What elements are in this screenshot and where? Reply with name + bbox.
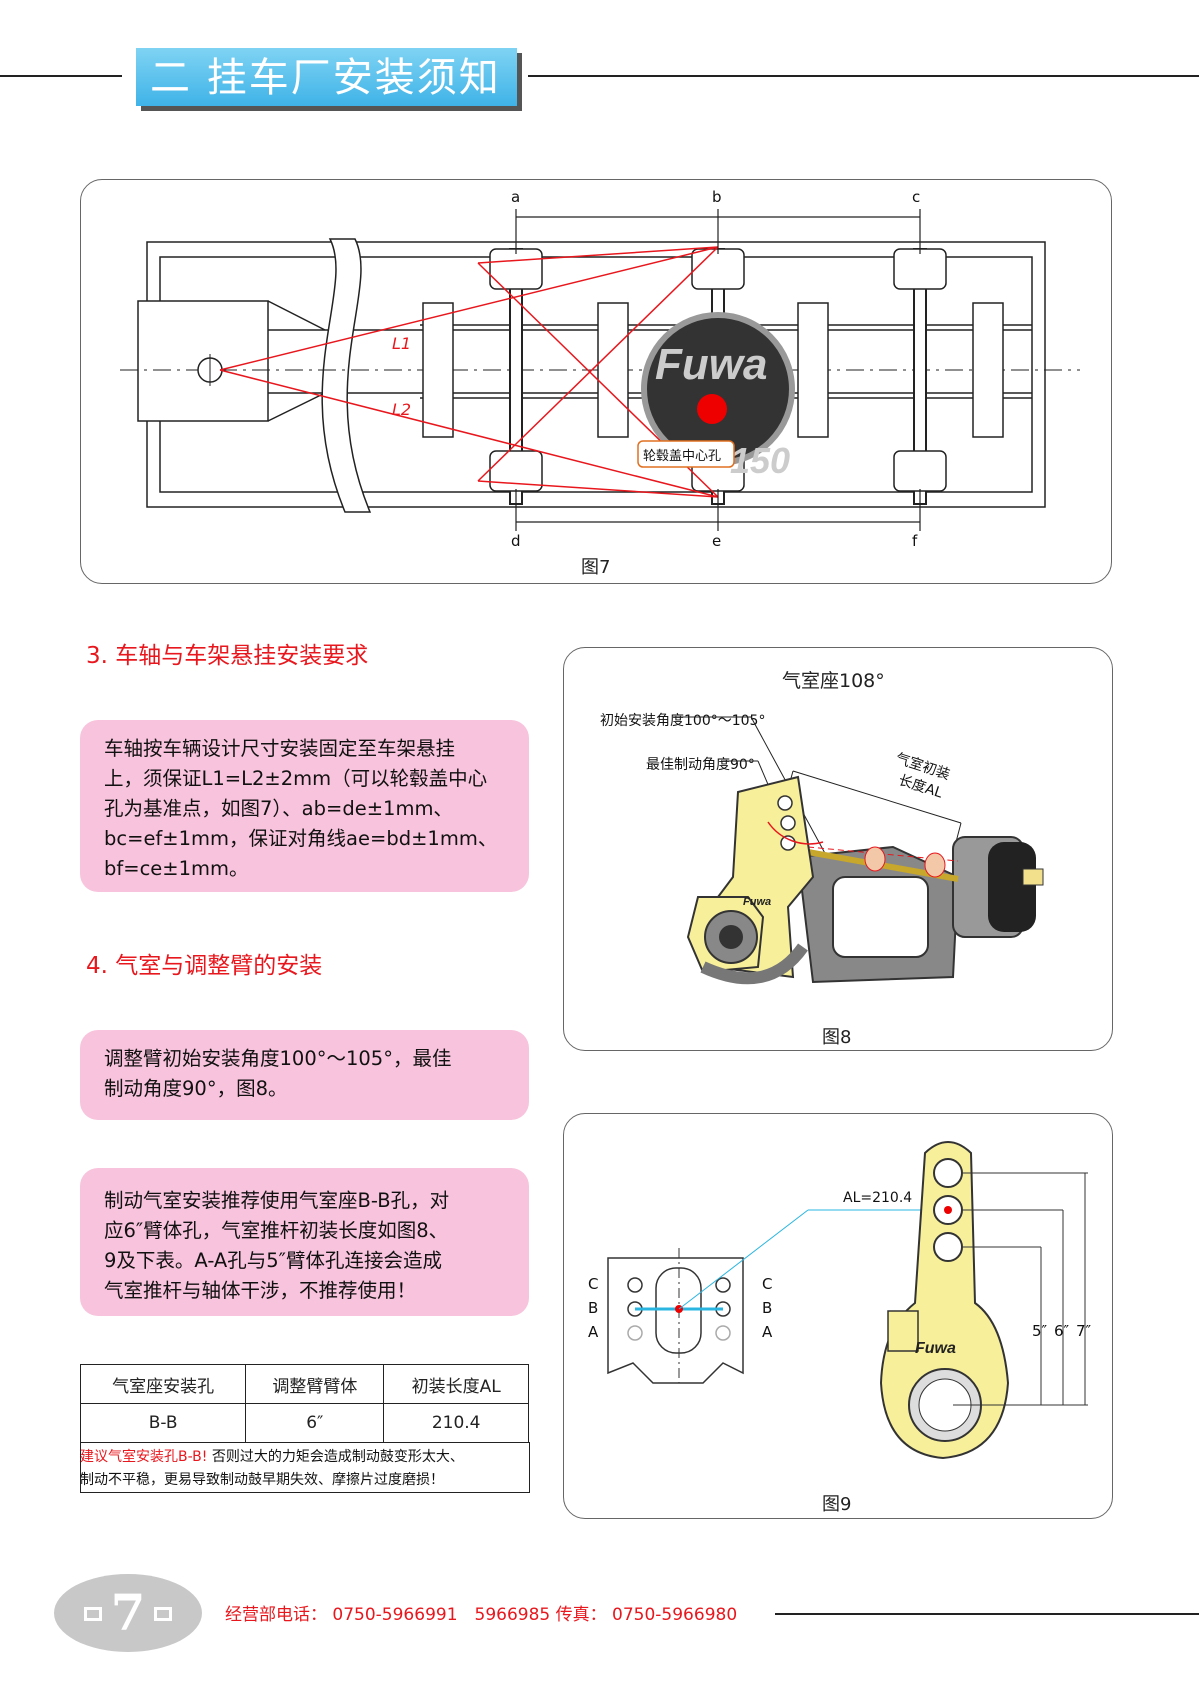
table-row: B-B 6″ 210.4 xyxy=(79,1403,529,1443)
section-4-box-2-line: 9及下表。A-A孔与5″臂体孔连接会造成 xyxy=(104,1249,442,1272)
table-cell: 210.4 xyxy=(383,1403,529,1443)
footer-rule xyxy=(775,1613,1199,1615)
section-4-box-2-line: 应6″臂体孔，气室推杆初装长度如图8、 xyxy=(104,1219,449,1242)
dim-6-label: 6″ xyxy=(1054,1322,1070,1340)
figure-9-diagram: Fuwa xyxy=(607,1141,1088,1460)
hub-brand: Fuwa xyxy=(655,340,767,389)
figure-7-caption: 图7 xyxy=(581,557,611,578)
hub-center-label: 轮毂盖中心孔 xyxy=(643,449,721,464)
footer-contact: 经营部电话： 0750-5966991 5966985 传真： 0750-596… xyxy=(225,1605,738,1625)
section-3-line: bf=ce±1mm。 xyxy=(104,857,249,880)
table-cell: 6″ xyxy=(245,1403,385,1443)
dim-5-label: 5″ xyxy=(1032,1322,1048,1340)
section-4-title: 4. 气室与调整臂的安装 xyxy=(86,953,323,979)
hub-model: 150 xyxy=(730,440,790,481)
section-3-line: bc=ef±1mm，保证对角线ae=bd±1mm、 xyxy=(104,827,498,850)
figure-7-diagram: Fuwa 150 轮毂盖中心孔 L1 L2 xyxy=(120,209,1080,531)
bracket-letter: C xyxy=(762,1275,773,1293)
section-4-box-2-line: 气室推杆与轴体干涉，不推荐使用！ xyxy=(104,1279,417,1302)
section-3-line: 车轴按车辆设计尺寸安装固定至车架悬挂 xyxy=(104,737,456,760)
table-header: 调整臂臂体 xyxy=(245,1364,385,1404)
spec-table: 气室座安装孔 调整臂臂体 初装长度AL B-B 6″ 210.4 xyxy=(79,1364,529,1443)
section-3-line: 上，须保证L1=L2±2mm（可以轮毂盖中心 xyxy=(104,767,488,790)
section-3-line: 孔为基准点，如图7）、ab=de±1mm、 xyxy=(104,797,453,820)
note-box xyxy=(80,1442,530,1493)
label-l2: L2 xyxy=(392,400,411,419)
label-c: c xyxy=(912,188,921,206)
section-3-box: 车轴按车辆设计尺寸安装固定至车架悬挂 上，须保证L1=L2±2mm（可以轮毂盖中… xyxy=(80,720,529,892)
section-4-box-2-line: 制动气室安装推荐使用气室座B-B孔，对 xyxy=(104,1189,450,1212)
header-rule-right xyxy=(528,75,1199,77)
fig8-brand: Fuwa xyxy=(743,896,771,908)
label-b: b xyxy=(712,188,722,206)
bracket-letter: B xyxy=(588,1299,599,1317)
figure-8-title: 气室座108° xyxy=(782,670,885,692)
footer-square-left xyxy=(84,1607,102,1621)
section-4-box-1-line: 制动角度90°，图8。 xyxy=(104,1077,288,1100)
footer-square-right xyxy=(154,1607,172,1621)
header-rule-left xyxy=(0,75,122,77)
section-4-box-2: 制动气室安装推荐使用气室座B-B孔，对 应6″臂体孔，气室推杆初装长度如图8、 … xyxy=(80,1168,529,1316)
label-l1: L1 xyxy=(392,334,411,353)
bracket-letter: A xyxy=(588,1323,599,1341)
header-banner xyxy=(136,48,517,106)
bracket-letter: C xyxy=(588,1275,599,1293)
table-cell: B-B xyxy=(79,1403,247,1443)
bracket-letter: A xyxy=(762,1323,773,1341)
section-4-box-1-line: 调整臂初始安装角度100°～105°，最佳 xyxy=(104,1047,452,1070)
label-f: f xyxy=(912,532,918,550)
figure-8-caption: 图8 xyxy=(822,1027,852,1048)
figure-8-diagram: Fuwa xyxy=(673,716,1044,985)
al-label: AL=210.4 xyxy=(843,1190,913,1206)
section-4-box-1: 调整臂初始安装角度100°～105°，最佳 制动角度90°，图8。 xyxy=(80,1030,529,1120)
dim-7-label: 7″ xyxy=(1076,1322,1092,1340)
table-note: 建议气室安装孔B-B! 否则过大的力矩会造成制动鼓变形太大、 制动不平稳，更易导… xyxy=(80,1446,520,1492)
note-text-2: 制动不平稳，更易导致制动鼓早期失效、摩擦片过度磨损！ xyxy=(80,1472,444,1488)
page-number-badge xyxy=(54,1574,202,1652)
page-number: 7 xyxy=(110,1583,146,1642)
table-header: 气室座安装孔 xyxy=(79,1364,247,1404)
note-text-1: 否则过大的力矩会造成制动鼓变形太大、 xyxy=(207,1449,464,1465)
label-a: a xyxy=(511,188,521,206)
label-e: e xyxy=(712,532,722,550)
figure-9-caption: 图9 xyxy=(822,1494,852,1515)
bracket-letter: B xyxy=(762,1299,773,1317)
page-title: 二 挂车厂安装须知 xyxy=(150,55,501,101)
fig9-brand: Fuwa xyxy=(915,1340,956,1357)
label-d: d xyxy=(511,532,521,550)
section-3-title: 3. 车轴与车架悬挂安装要求 xyxy=(86,643,369,669)
table-header: 初装长度AL xyxy=(383,1364,529,1404)
note-warning: 建议气室安装孔B-B! xyxy=(80,1449,208,1465)
table-header-row: 气室座安装孔 调整臂臂体 初装长度AL xyxy=(79,1364,529,1404)
